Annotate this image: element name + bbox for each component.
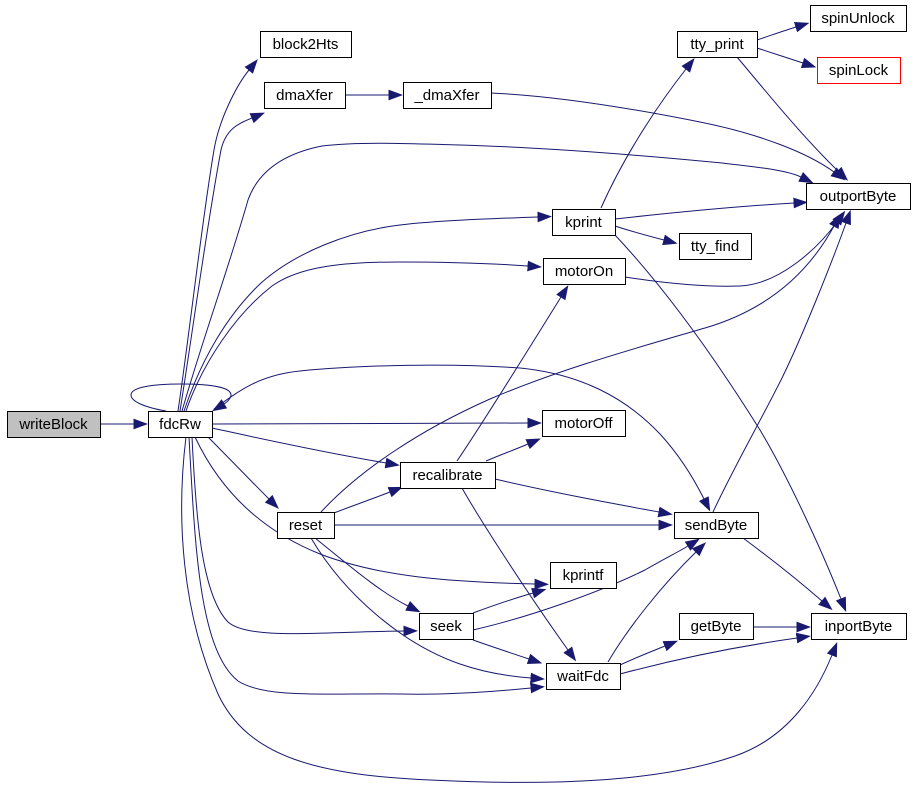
svg-text:fdcRw: fdcRw xyxy=(159,416,201,433)
svg-text:inportByte: inportByte xyxy=(825,618,893,635)
svg-text:spinUnlock: spinUnlock xyxy=(821,10,895,27)
svg-text:reset: reset xyxy=(289,517,323,534)
svg-text:tty_find: tty_find xyxy=(691,238,739,255)
svg-text:waitFdc: waitFdc xyxy=(556,668,609,685)
svg-text:_dmaXfer: _dmaXfer xyxy=(413,87,479,104)
svg-text:outportByte: outportByte xyxy=(820,188,897,205)
svg-text:motorOff: motorOff xyxy=(554,415,613,432)
svg-text:dmaXfer: dmaXfer xyxy=(276,87,333,104)
svg-text:kprint: kprint xyxy=(565,214,603,231)
svg-text:getByte: getByte xyxy=(691,618,742,635)
svg-text:kprintf: kprintf xyxy=(563,567,605,584)
svg-text:sendByte: sendByte xyxy=(685,517,748,534)
svg-text:block2Hts: block2Hts xyxy=(273,36,339,53)
svg-text:recalibrate: recalibrate xyxy=(412,467,482,484)
svg-text:tty_print: tty_print xyxy=(690,36,744,53)
svg-text:seek: seek xyxy=(430,618,462,635)
svg-text:spinLock: spinLock xyxy=(829,62,889,79)
svg-text:writeBlock: writeBlock xyxy=(18,416,88,433)
svg-text:motorOn: motorOn xyxy=(555,263,613,280)
